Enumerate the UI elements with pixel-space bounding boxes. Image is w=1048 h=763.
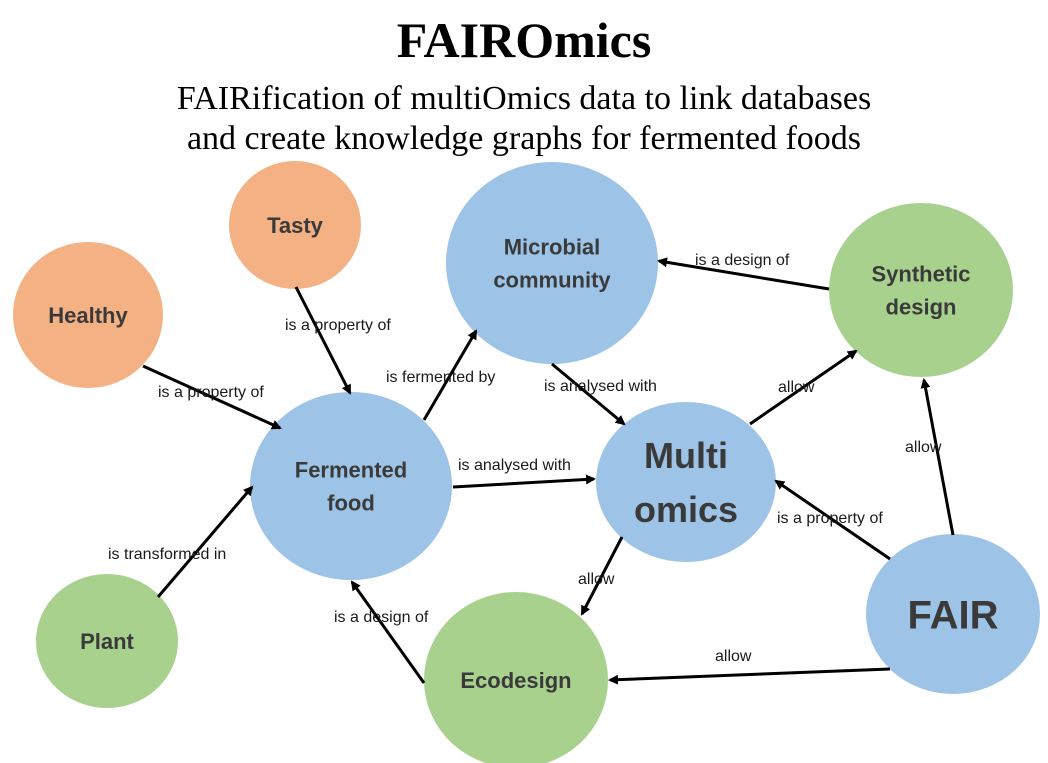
edge-ecodesign-to-fermented-food <box>350 580 426 684</box>
edge-label-ecodesign-to-fermented-food: is a design of <box>334 609 429 626</box>
node-healthy-label-1: Healthy <box>48 303 128 328</box>
node-synthetic-design-label-1: Synthetic <box>871 261 970 286</box>
node-microbial-community-label-1: Microbial <box>504 234 601 259</box>
edge-label-fair-to-ecodesign: allow <box>715 648 752 665</box>
node-fermented-food-label-1: Fermented <box>295 457 407 482</box>
edge-healthy-to-fermented-food <box>142 364 282 430</box>
edge-label-multi-omics-to-synthetic-design: allow <box>778 379 815 396</box>
node-tasty: Tasty <box>229 161 361 289</box>
edge-label-synthetic-design-to-microbial-community: is a design of <box>695 252 790 269</box>
edge-fermented-food-to-microbial-community <box>422 329 478 421</box>
node-fair-label-1: FAIR <box>907 593 998 637</box>
node-microbial-community-label-2: community <box>493 267 611 292</box>
edge-multi-omics-to-synthetic-design <box>749 349 858 426</box>
node-multi-omics-circle <box>596 402 776 562</box>
edge-label-microbial-community-to-multi-omics: is analysed with <box>544 378 657 395</box>
node-synthetic-design-circle <box>829 203 1013 377</box>
node-multi-omics: Multi omics <box>596 402 776 562</box>
edge-tasty-to-fermented-food <box>294 286 352 395</box>
node-plant-label-1: Plant <box>80 629 134 654</box>
node-ecodesign-label-1: Ecodesign <box>460 668 571 693</box>
node-synthetic-design: Synthetic design <box>829 203 1013 377</box>
node-tasty-circle <box>229 161 361 289</box>
edge-fair-to-synthetic-design <box>920 378 955 536</box>
node-healthy: Healthy <box>13 242 163 388</box>
node-plant: Plant <box>36 574 178 708</box>
node-healthy-circle <box>13 242 163 388</box>
node-ecodesign: Ecodesign <box>424 592 608 763</box>
edge-label-fair-to-multi-omics: is a property of <box>777 510 883 527</box>
edge-label-tasty-to-fermented-food: is a property of <box>285 317 391 334</box>
edge-label-fair-to-synthetic-design: allow <box>905 439 942 456</box>
edge-label-multi-omics-to-ecodesign: allow <box>578 571 615 588</box>
node-fair: FAIR <box>866 534 1040 694</box>
edge-fair-to-ecodesign <box>608 667 891 685</box>
node-fair-circle <box>866 534 1040 694</box>
node-fermented-food: Fermented food <box>250 392 452 580</box>
edge-fair-to-multi-omics <box>774 479 891 561</box>
node-ecodesign-circle <box>424 592 608 763</box>
node-fermented-food-label-2: food <box>327 490 375 515</box>
edge-microbial-community-to-multi-omics <box>551 362 626 426</box>
node-microbial-community: Microbial community <box>446 162 658 364</box>
node-tasty-label-1: Tasty <box>267 213 324 238</box>
edge-multi-omics-to-ecodesign <box>580 536 624 616</box>
node-multi-omics-label-2: omics <box>634 489 738 530</box>
node-multi-omics-label-1: Multi <box>644 435 728 476</box>
edge-plant-to-fermented-food <box>156 485 254 598</box>
node-plant-circle <box>36 574 178 708</box>
edge-label-plant-to-fermented-food: is transformed in <box>108 546 226 563</box>
edge-synthetic-design-to-microbial-community <box>657 257 830 291</box>
subtitle-line-2: and create knowledge graphs for fermente… <box>186 120 862 157</box>
node-microbial-community-circle <box>446 162 658 364</box>
edge-label-fermented-food-to-microbial-community: is fermented by <box>386 369 495 386</box>
page-title: FAIROmics <box>396 12 652 68</box>
edge-fermented-food-to-multi-omics <box>452 474 596 489</box>
node-fermented-food-circle <box>250 392 452 580</box>
subtitle-line-1: FAIRification of multiOmics data to link… <box>176 80 872 117</box>
edge-label-fermented-food-to-multi-omics: is analysed with <box>458 457 571 474</box>
node-synthetic-design-label-2: design <box>886 294 957 319</box>
edge-label-healthy-to-fermented-food: is a property of <box>158 384 264 401</box>
